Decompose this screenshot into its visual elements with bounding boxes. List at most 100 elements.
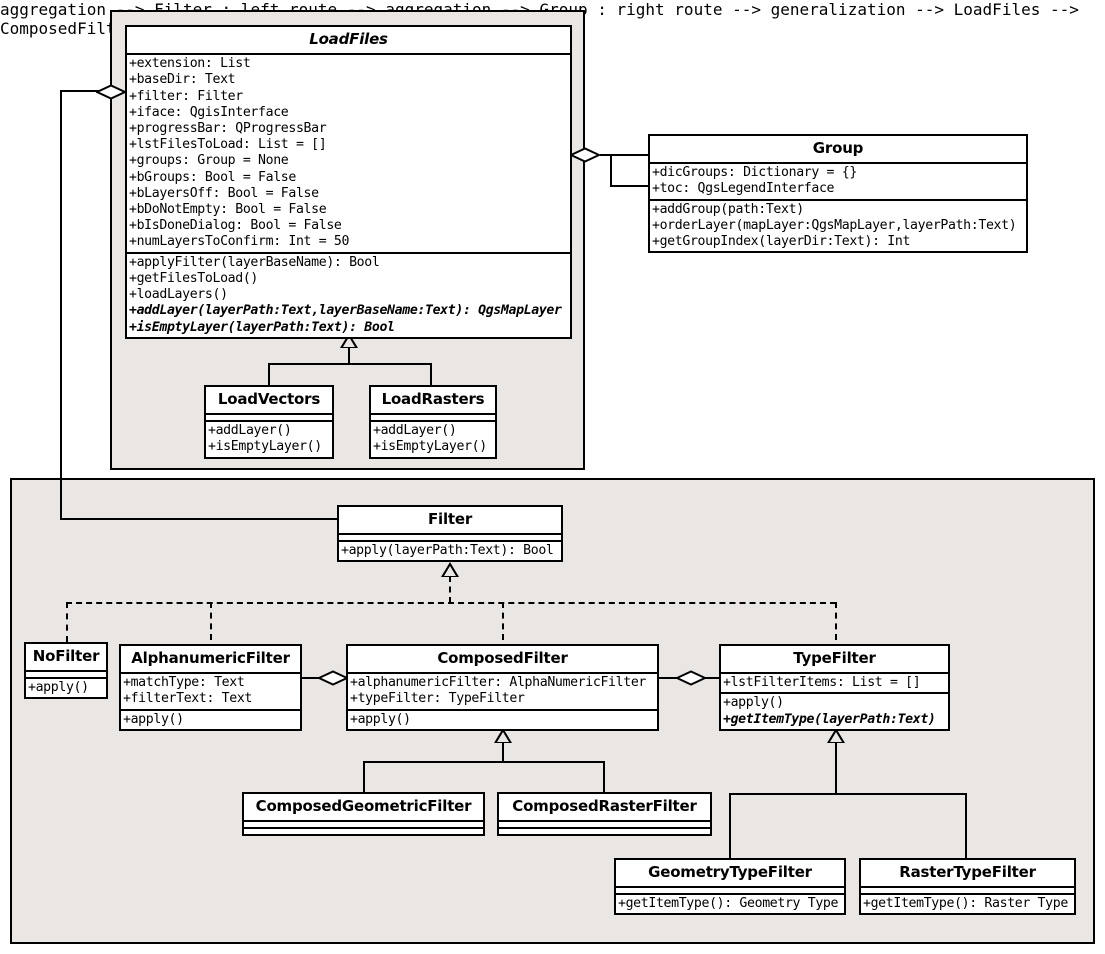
attribute-row: +groups: Group = None	[129, 153, 289, 169]
attribute-row: +progressBar: QProgressBar	[129, 121, 327, 137]
method-row: +isEmptyLayer()	[208, 439, 322, 455]
methods-compartment-geometrytypefilter: +getItemType(): Geometry Type	[616, 895, 844, 913]
realization-filter-stem	[449, 576, 451, 603]
class-title-alphanumericfilter: AlphanumericFilter	[121, 646, 300, 675]
class-box-group[interactable]: Group +dicGroups: Dictionary = {} +toc: …	[648, 134, 1028, 254]
method-row: +addLayer()	[373, 423, 457, 439]
realization-drop-typefilter	[835, 602, 837, 640]
method-row: +apply()	[123, 711, 184, 727]
class-box-loadfiles[interactable]: LoadFiles +extension: List +baseDir: Tex…	[125, 25, 572, 339]
method-row: +addGroup(path:Text)	[652, 201, 804, 217]
class-box-geometrytypefilter[interactable]: GeometryTypeFilter +getItemType(): Geome…	[614, 858, 846, 916]
class-title-typefilter: TypeFilter	[721, 646, 948, 675]
realization-filter-bar	[66, 602, 836, 604]
attributes-compartment-loadvectors	[206, 415, 332, 423]
method-row: +loadLayers()	[129, 287, 228, 303]
attributes-compartment-geometrytypefilter	[616, 888, 844, 896]
method-row: +apply()	[28, 680, 89, 696]
attribute-row: +dicGroups: Dictionary = {}	[652, 165, 857, 181]
attribute-row: +bIsDoneDialog: Bool = False	[129, 218, 342, 234]
attribute-row: +bGroups: Bool = False	[129, 169, 296, 185]
gen-loadfiles-bar	[268, 363, 432, 365]
assoc-loadfiles-filter-seg3	[60, 518, 338, 520]
class-box-loadvectors[interactable]: LoadVectors +addLayer() +isEmptyLayer()	[204, 385, 334, 459]
attribute-row: +extension: List	[129, 56, 251, 72]
attributes-compartment-filter	[339, 535, 561, 543]
method-row: +applyFilter(layerBaseName): Bool	[129, 254, 380, 270]
class-title-rastertypefilter: RasterTypeFilter	[861, 860, 1074, 889]
class-title-loadrasters: LoadRasters	[371, 387, 495, 416]
gen-drop-rastertypefilter	[965, 793, 967, 859]
method-row: +getFilesToLoad()	[129, 270, 259, 286]
method-row: +getItemType(): Geometry Type	[618, 896, 839, 912]
class-box-rastertypefilter[interactable]: RasterTypeFilter +getItemType(): Raster …	[859, 858, 1076, 916]
method-row: +apply()	[350, 711, 411, 727]
gen-typefilter-stem	[835, 742, 837, 794]
class-title-composedrasterfilter: ComposedRasterFilter	[499, 794, 710, 823]
methods-compartment-rastertypefilter: +getItemType(): Raster Type	[861, 895, 1074, 913]
method-row: +apply()	[723, 695, 784, 711]
assoc-loadfiles-group-seg2	[610, 154, 612, 187]
methods-compartment-nofilter: +apply()	[26, 679, 106, 697]
attribute-row: +filter: Filter	[129, 88, 243, 104]
method-row: +isEmptyLayer()	[373, 439, 487, 455]
attributes-compartment-typefilter: +lstFilterItems: List = []	[721, 674, 948, 695]
gen-drop-composedraster	[603, 761, 605, 793]
methods-compartment-composedfilter: +apply()	[348, 711, 657, 729]
attribute-row: +alphanumericFilter: AlphaNumericFilter	[350, 675, 646, 691]
attribute-row: +lstFilterItems: List = []	[723, 675, 921, 691]
attribute-row: +matchType: Text	[123, 675, 245, 691]
attributes-compartment-group: +dicGroups: Dictionary = {} +toc: QgsLeg…	[650, 164, 1026, 201]
attribute-row: +lstFilesToLoad: List = []	[129, 137, 327, 153]
attribute-row: +filterText: Text	[123, 691, 253, 707]
attribute-row: +baseDir: Text	[129, 72, 236, 88]
class-title-group: Group	[650, 136, 1026, 165]
class-box-composedfilter[interactable]: ComposedFilter +alphanumericFilter: Alph…	[346, 644, 659, 731]
methods-compartment-loadrasters: +addLayer() +isEmptyLayer()	[371, 422, 495, 456]
class-box-composedrasterfilter[interactable]: ComposedRasterFilter	[497, 792, 712, 837]
methods-compartment-filter: +apply(layerPath:Text): Bool	[339, 542, 561, 560]
diamond-glyph	[568, 147, 602, 163]
attribute-row: +typeFilter: TypeFilter	[350, 691, 525, 707]
class-title-composedfilter: ComposedFilter	[348, 646, 657, 675]
class-box-composedgeometricfilter[interactable]: ComposedGeometricFilter	[242, 792, 485, 837]
generalization-arrow-typefilter	[827, 728, 845, 743]
attributes-compartment-nofilter	[26, 672, 106, 680]
method-row: +getItemType(layerPath:Text)	[723, 711, 936, 727]
gen-typefilter-bar	[729, 793, 967, 795]
method-row: +addLayer()	[208, 423, 292, 439]
assoc-loadfiles-group-seg1	[600, 154, 648, 156]
attributes-compartment-composedgeometricfilter	[244, 822, 483, 830]
class-title-nofilter: NoFilter	[26, 644, 106, 673]
diamond-glyph	[94, 84, 128, 100]
attribute-row: +bDoNotEmpty: Bool = False	[129, 202, 327, 218]
realization-drop-alphanumericfilter	[210, 602, 212, 640]
method-row: +addLayer(layerPath:Text,layerBaseName:T…	[129, 303, 562, 319]
class-box-filter[interactable]: Filter +apply(layerPath:Text): Bool	[337, 505, 563, 563]
attribute-row: +toc: QgsLegendInterface	[652, 181, 835, 197]
aggregation-diamond-loadfiles-group	[568, 147, 602, 167]
gen-loadfiles-stem	[348, 347, 350, 364]
class-box-alphanumericfilter[interactable]: AlphanumericFilter +matchType: Text +fil…	[119, 644, 302, 731]
method-row: +orderLayer(mapLayer:QgsMapLayer,layerPa…	[652, 217, 1017, 233]
realization-drop-nofilter	[66, 602, 68, 642]
methods-compartment-composedrasterfilter	[499, 829, 710, 834]
class-title-loadvectors: LoadVectors	[206, 387, 332, 416]
attribute-row: +numLayersToConfirm: Int = 50	[129, 234, 350, 250]
methods-compartment-group: +addGroup(path:Text) +orderLayer(mapLaye…	[650, 201, 1026, 252]
class-box-loadrasters[interactable]: LoadRasters +addLayer() +isEmptyLayer()	[369, 385, 497, 459]
realization-drop-composedfilter	[502, 602, 504, 640]
diamond-glyph	[674, 670, 708, 686]
attributes-compartment-loadfiles: +extension: List +baseDir: Text +filter:…	[127, 55, 570, 254]
class-box-nofilter[interactable]: NoFilter +apply()	[24, 642, 108, 700]
assoc-loadfiles-filter-seg1	[60, 90, 110, 92]
methods-compartment-alphanumericfilter: +apply()	[121, 711, 300, 729]
assoc-loadfiles-group-seg3	[610, 185, 650, 187]
class-box-typefilter[interactable]: TypeFilter +lstFilterItems: List = [] +a…	[719, 644, 950, 731]
methods-compartment-composedgeometricfilter	[244, 829, 483, 834]
gen-composedfilter-stem	[502, 742, 504, 762]
aggregation-diamond-composed-typefilter	[674, 670, 708, 690]
attributes-compartment-composedrasterfilter	[499, 822, 710, 830]
attribute-row: +iface: QgisInterface	[129, 104, 289, 120]
